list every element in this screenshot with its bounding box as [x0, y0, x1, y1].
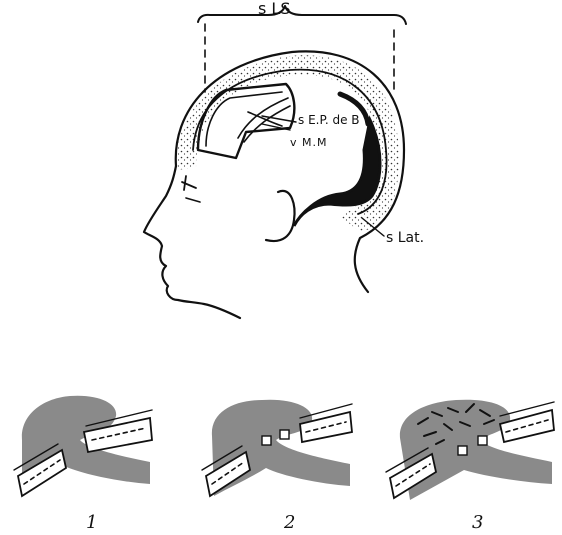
face-profile — [144, 166, 240, 318]
eye-line — [186, 198, 200, 202]
head-illustration: s LS s E.P. de B v M.M s — [144, 0, 424, 318]
panel-2-number: 2 — [283, 512, 295, 533]
panel-1-number: 1 — [86, 512, 97, 533]
panel-3-tissue — [400, 400, 552, 500]
brow-mark — [184, 176, 186, 190]
top-brace — [198, 6, 406, 24]
ear — [266, 191, 294, 241]
panel-3-number: 3 — [472, 512, 483, 533]
panel-2-clip-2 — [280, 430, 289, 439]
panel-3-clip-1 — [458, 446, 467, 455]
label-s-ls: s LS — [258, 0, 291, 18]
panel-1: 1 — [14, 396, 152, 533]
label-lateral: s Lat. — [386, 230, 424, 246]
vessel-2 — [244, 106, 290, 142]
label-sinus-ep: s E.P. de B — [298, 113, 360, 127]
panel-2: 2 — [202, 400, 352, 533]
panel-3-clip-2 — [478, 436, 487, 445]
panel-2-clip-1 — [262, 436, 271, 445]
panel-3: 3 — [386, 400, 554, 533]
label-vein: v M.M — [290, 136, 327, 149]
